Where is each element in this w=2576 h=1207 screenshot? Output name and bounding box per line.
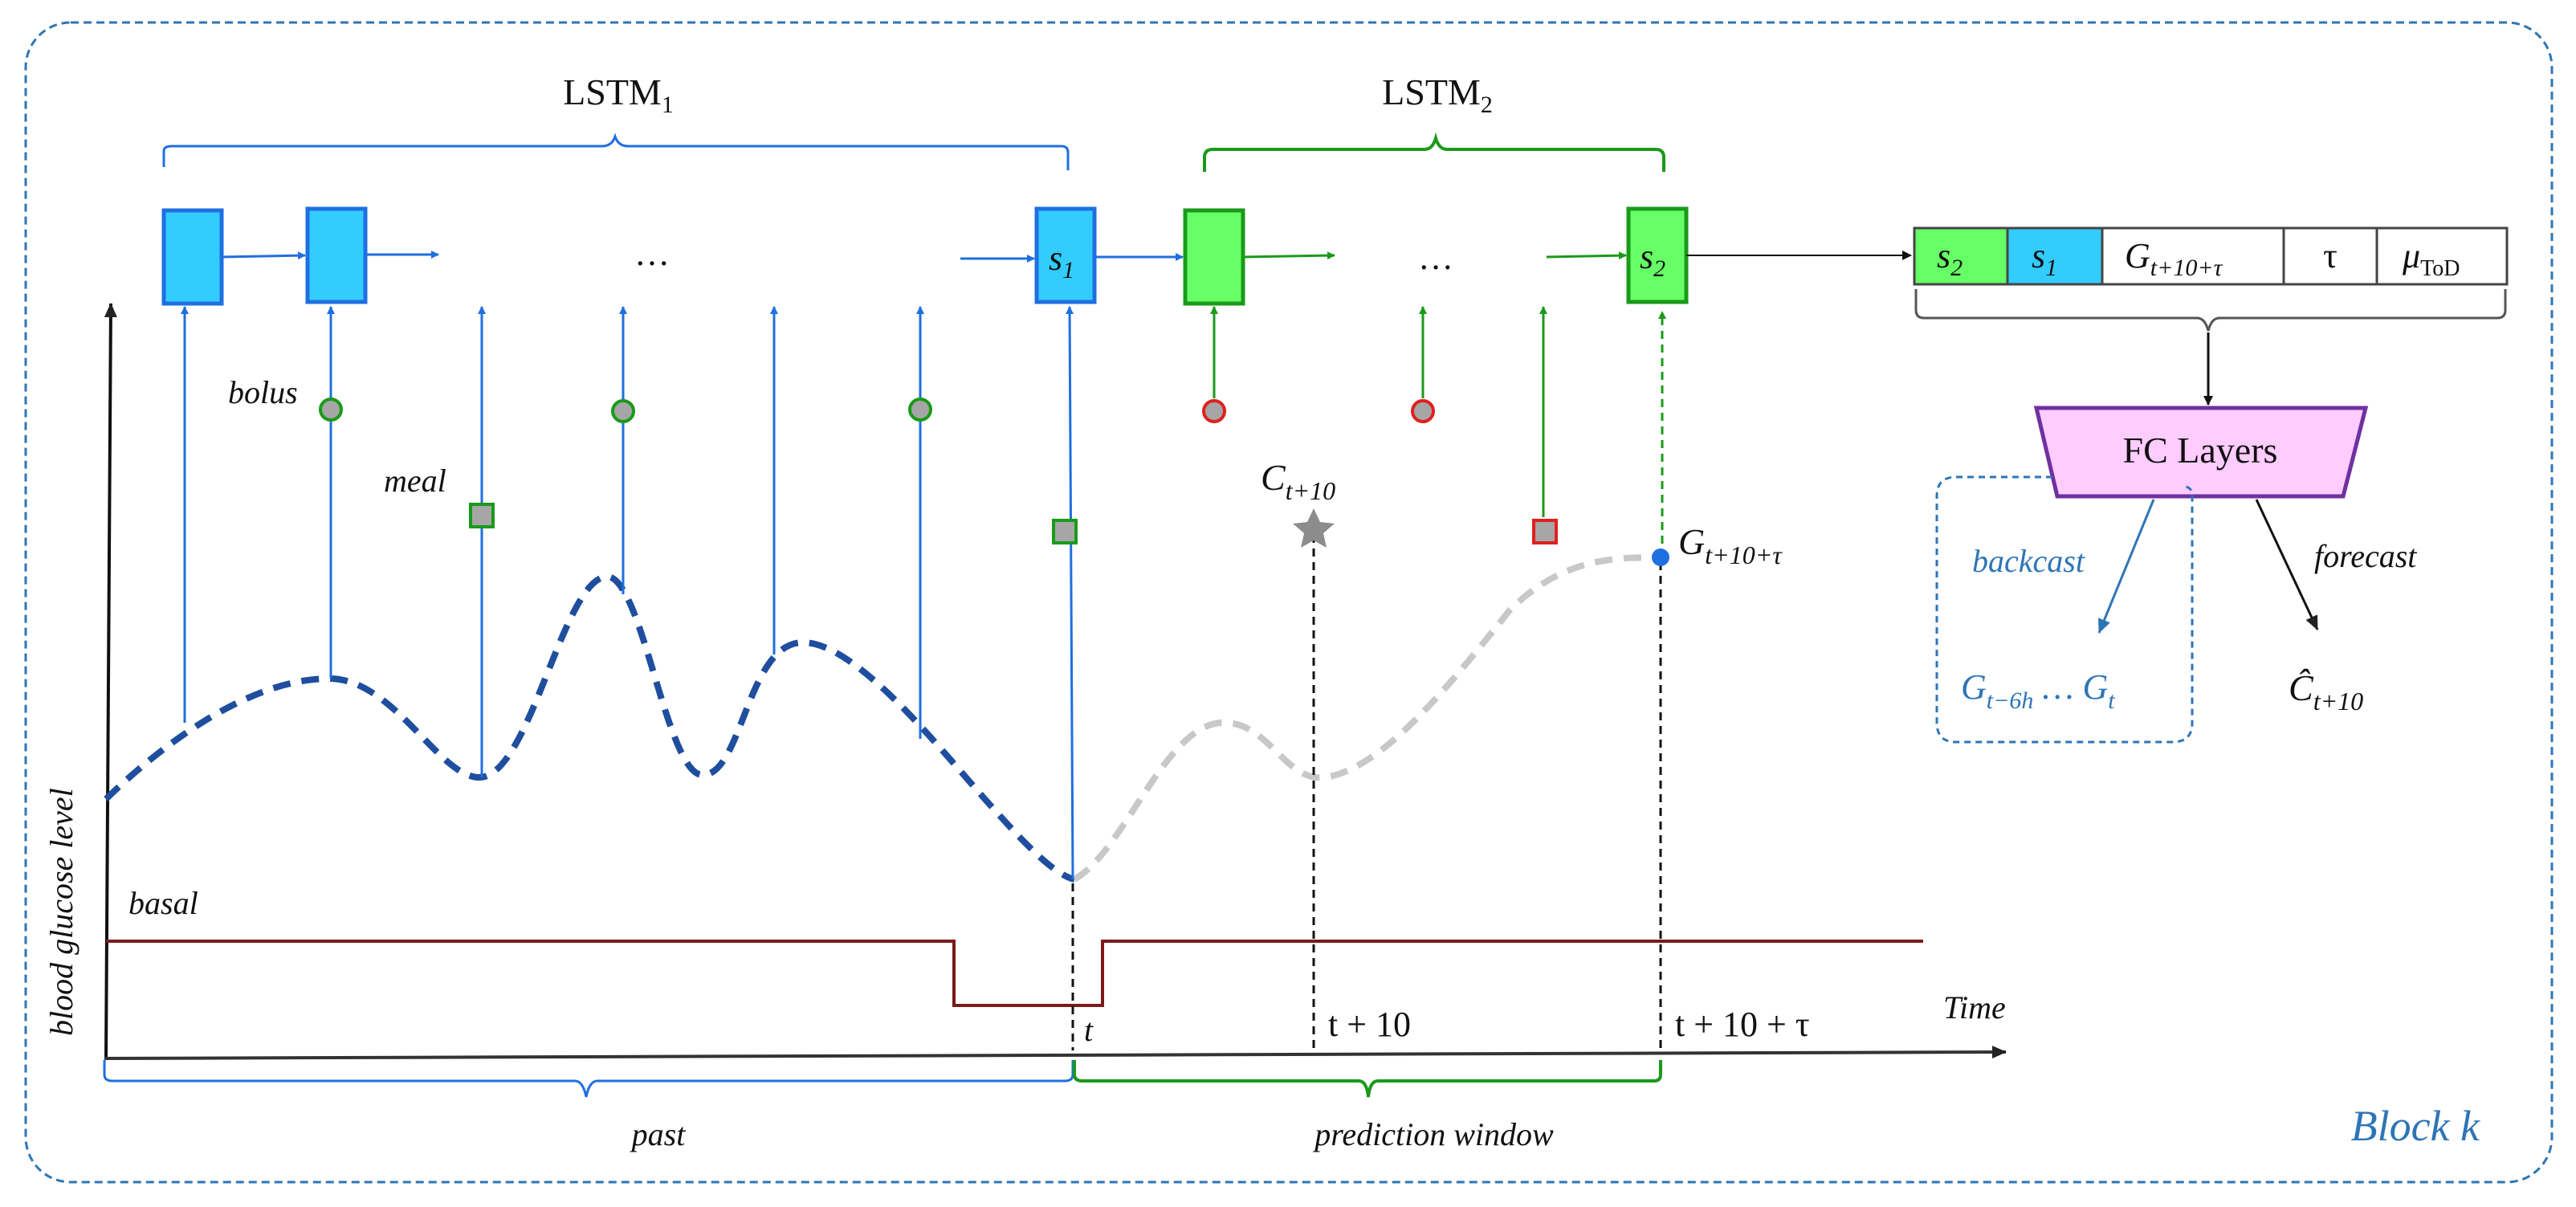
lstm1-cell-1 [161, 208, 224, 306]
t-plus-10-tau-label: t + 10 + τ [1675, 1005, 1810, 1044]
lstm2-brace [1203, 132, 1665, 172]
x-axis [104, 1046, 2007, 1060]
recurrent-arrow-6 [1546, 251, 1627, 260]
prediction-window-label: prediction window [1312, 1116, 1554, 1152]
backcast-output: Gt−6h … Gt [1961, 667, 2115, 714]
recurrent-arrow-1 [221, 251, 306, 260]
bolus-label: bolus [228, 374, 298, 410]
lstm2-title: LSTM2 [1382, 71, 1493, 118]
fc-layers-box [2033, 406, 2369, 499]
lstm1-brace [162, 133, 1070, 170]
g-target-label: Gt+10+τ [1678, 521, 1783, 569]
g-target-point [1652, 548, 1669, 566]
bolus-marker-2 [611, 399, 635, 423]
future-meal-marker [1532, 519, 1558, 544]
target-star [1293, 508, 1335, 548]
meal-label: meal [384, 463, 446, 499]
backcast-label: backcast [1972, 543, 2085, 579]
glucose-curve-past [104, 573, 1076, 883]
basal-line [106, 940, 1923, 1007]
prediction-brace [1073, 1060, 1662, 1098]
state-s1-label: s1 [1049, 239, 1074, 283]
forecast-arrow [2255, 499, 2319, 630]
lstm2-cell-s2 [1626, 206, 1689, 304]
c-target-label: Ct+10 [1261, 457, 1335, 505]
y-axis [104, 303, 117, 1059]
meal-marker-2 [1052, 519, 1078, 544]
past-brace [103, 1060, 1074, 1098]
feature-mu-text: μToD [2402, 236, 2460, 281]
feature-g-text: Gt+10+τ [2125, 236, 2223, 281]
bolus-marker-3 [908, 398, 932, 422]
feature-cell-mu [2375, 226, 2509, 286]
input-arrow-7 [1066, 306, 1074, 880]
t-plus-10-label: t + 10 [1328, 1005, 1411, 1044]
past-input-arrows [181, 306, 1074, 880]
future-bolus-marker-2 [1411, 399, 1435, 423]
feature-s2-text: s2 [1937, 236, 1963, 281]
lstm2-ellipsis: … [1418, 238, 1453, 277]
meal-marker-1 [469, 503, 495, 528]
basal-label: basal [128, 885, 198, 921]
feature-cell-s1 [2006, 226, 2104, 286]
feature-tau-text: τ [2323, 236, 2338, 275]
forecast-output: Ĉt+10 [2289, 667, 2363, 716]
vector-brace [1914, 289, 2507, 332]
past-label: past [630, 1116, 687, 1152]
glucose-curve-future [1072, 554, 1661, 883]
lstm1-title: LSTM1 [563, 71, 674, 118]
lstm1-cell-s1 [1034, 206, 1097, 304]
state-s2-label: s2 [1640, 237, 1665, 282]
t-label: t [1084, 1012, 1094, 1048]
backcast-box [1935, 475, 2194, 744]
forecast-label: forecast [2314, 538, 2417, 574]
bolus-marker-1 [319, 398, 343, 422]
feature-s1-text: s1 [2032, 236, 2057, 281]
future-bolus-marker-1 [1202, 399, 1226, 423]
fc-layers-label: FC Layers [2123, 430, 2278, 471]
time-label: Time [1943, 989, 2006, 1026]
lstm1-cell-2 [305, 206, 368, 304]
feature-cell-s2 [1913, 226, 2009, 286]
y-axis-label: blood glucose level [43, 788, 79, 1036]
future-input-arrows [1210, 306, 1547, 517]
lstm2-cell-1 [1183, 208, 1245, 306]
feature-cell-tau [2282, 226, 2378, 286]
block-label: Block k [2351, 1102, 2480, 1150]
block-border [24, 21, 2554, 1184]
lstm1-ellipsis: … [634, 234, 670, 273]
recurrent-arrow-5 [1242, 251, 1335, 260]
feature-vector: s2 s1 Gt+10+τ τ μToD [1913, 226, 2509, 286]
recurrent-arrows [221, 251, 1912, 263]
backcast-arrow [2097, 499, 2155, 634]
